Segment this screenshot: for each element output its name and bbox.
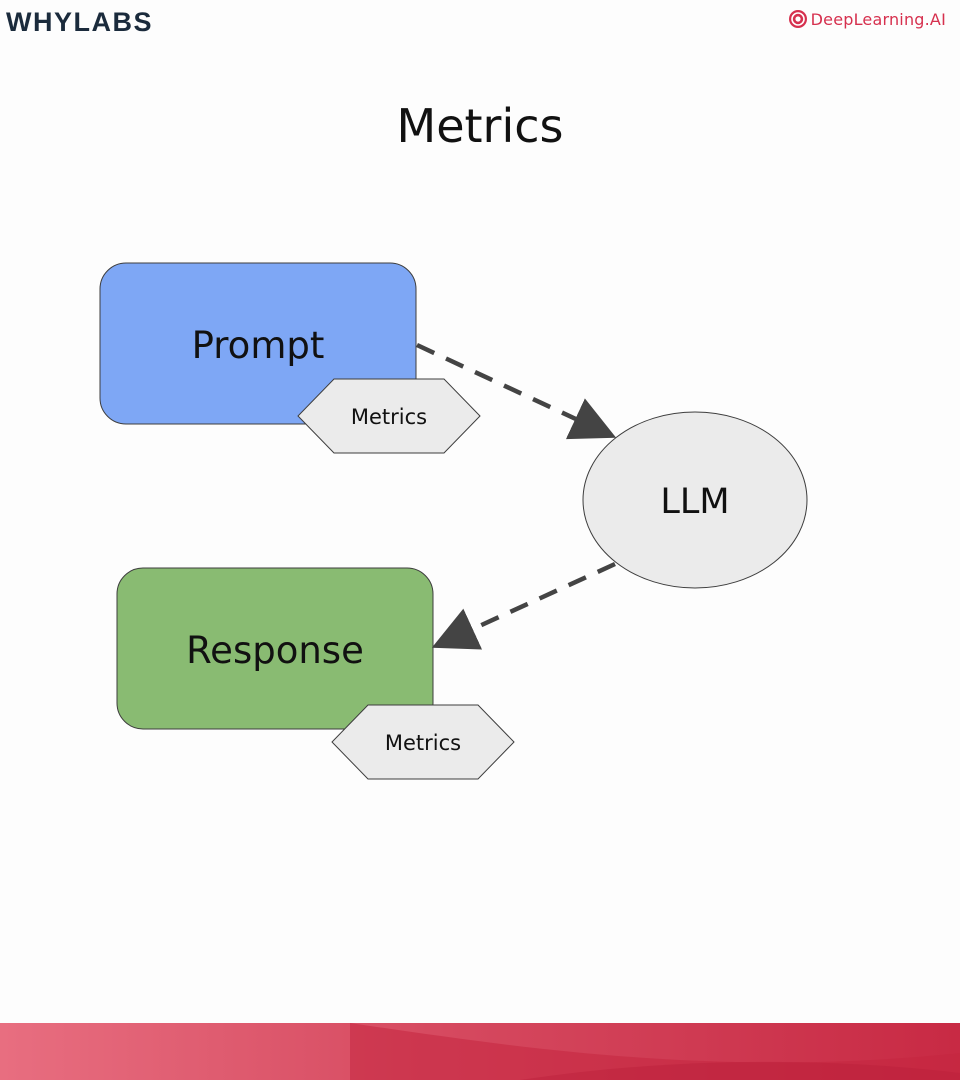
response-metrics-label: Metrics <box>385 731 461 755</box>
edge-prompt-to-llm <box>416 342 617 440</box>
response-metrics-node: Metrics <box>331 704 515 780</box>
whylabs-logo: WHYLABS <box>6 7 153 37</box>
edge-llm-to-response <box>431 561 616 650</box>
page-title: Metrics <box>396 99 564 153</box>
llm-node: LLM <box>582 411 808 589</box>
prompt-label: Prompt <box>192 324 325 367</box>
footer-wave-decoration <box>0 1023 960 1080</box>
prompt-metrics-label: Metrics <box>351 405 427 429</box>
deeplearning-ai-logo: DeepLearning.AI <box>788 9 946 29</box>
metrics-flow-diagram: Prompt Metrics LLM Response Metrics <box>99 262 808 780</box>
deeplearning-ai-logo-text: DeepLearning.AI <box>810 9 946 29</box>
prompt-metrics-node: Metrics <box>297 378 481 454</box>
llm-label: LLM <box>660 482 729 522</box>
deeplearning-ai-logo-icon <box>788 10 807 28</box>
response-label: Response <box>186 629 364 672</box>
response-node: Response <box>116 567 434 730</box>
